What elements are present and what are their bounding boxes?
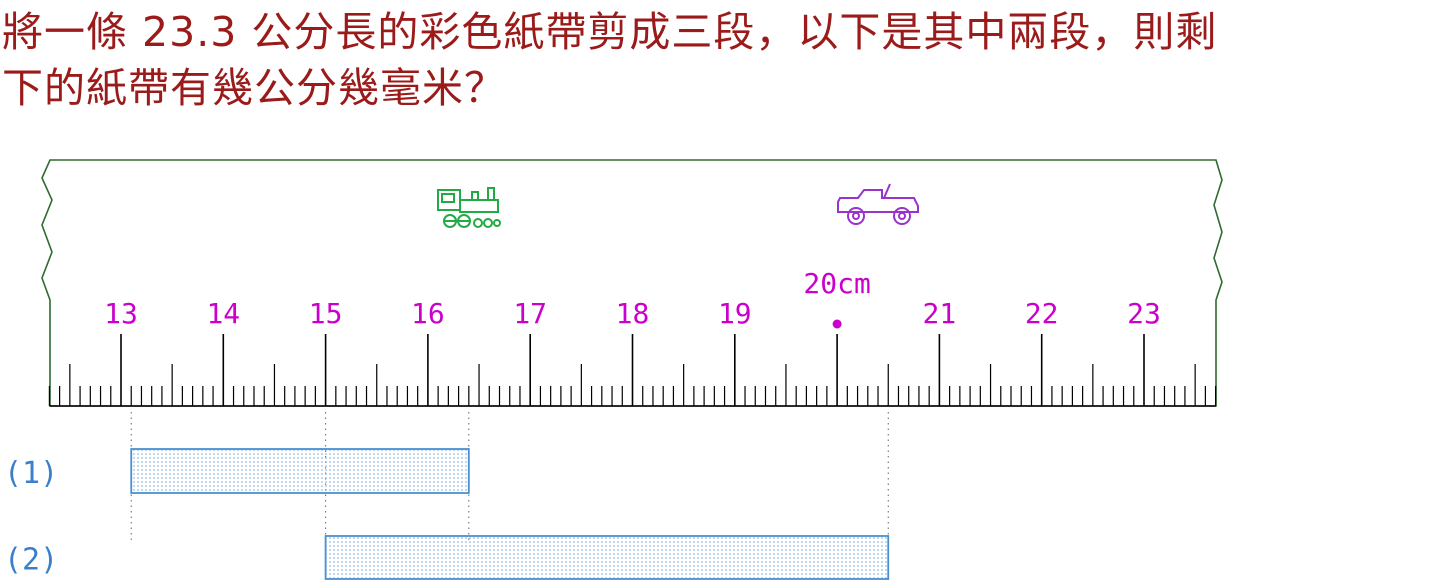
cm-number: 18 bbox=[616, 297, 650, 330]
cm-number: 21 bbox=[923, 297, 957, 330]
question-line-2: 下的紙帶有幾公分幾毫米？ bbox=[2, 64, 506, 112]
jeep-icon bbox=[837, 183, 919, 225]
ruler-numbers: 13 14 15 16 17 18 19 20cm 21 22 23 bbox=[104, 267, 1161, 330]
cm-number: 22 bbox=[1025, 297, 1059, 330]
strip-label-2: (2) bbox=[4, 543, 58, 578]
cm-number: 23 bbox=[1127, 297, 1161, 330]
cm-number: 19 bbox=[718, 297, 752, 330]
paper-strips: (1) (2) bbox=[4, 448, 890, 580]
cm-number: 15 bbox=[309, 297, 343, 330]
question-text: 將一條 23.3 公分長的彩色紙帶剪成三段，以下是其中兩段，則剩 下的紙帶有幾公… bbox=[2, 4, 1452, 116]
highlight-dot bbox=[832, 319, 842, 329]
strip-label-1: (1) bbox=[4, 456, 58, 491]
ruler-ticks bbox=[48, 334, 1217, 406]
question-line-1: 將一條 23.3 公分長的彩色紙帶剪成三段，以下是其中兩段，則剩 bbox=[2, 8, 1218, 56]
cm-number: 16 bbox=[411, 297, 445, 330]
strip-1 bbox=[130, 448, 470, 494]
cm-number: 20cm bbox=[803, 267, 870, 300]
cm-number: 17 bbox=[513, 297, 547, 330]
cm-number: 14 bbox=[206, 297, 240, 330]
train-icon bbox=[437, 187, 501, 228]
cm-number: 13 bbox=[104, 297, 138, 330]
strip-2 bbox=[324, 535, 890, 580]
